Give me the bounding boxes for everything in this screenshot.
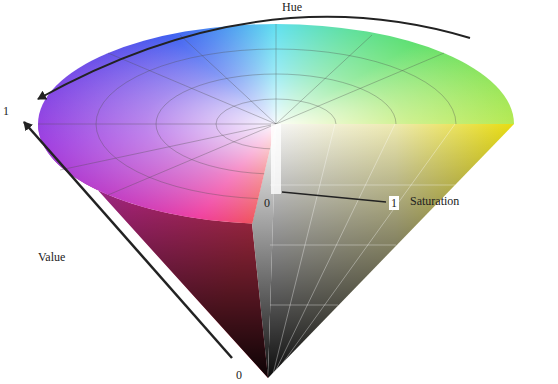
saturation-line <box>282 192 386 202</box>
saturation-max: 1 <box>389 196 399 210</box>
value-min: 0 <box>236 368 242 382</box>
disk-grid <box>38 24 456 199</box>
saturation-label: Saturation <box>410 194 459 208</box>
value-label: Value <box>38 250 65 264</box>
hue-label: Hue <box>282 0 302 14</box>
cut-face <box>268 124 514 378</box>
value-axis <box>271 124 281 194</box>
value-arrow <box>24 122 232 358</box>
hue-arrow <box>38 17 470 99</box>
saturation-min: 0 <box>264 196 270 210</box>
cut-shade <box>268 124 514 378</box>
value-max: 1 <box>3 104 9 118</box>
grid-lines <box>270 124 455 378</box>
